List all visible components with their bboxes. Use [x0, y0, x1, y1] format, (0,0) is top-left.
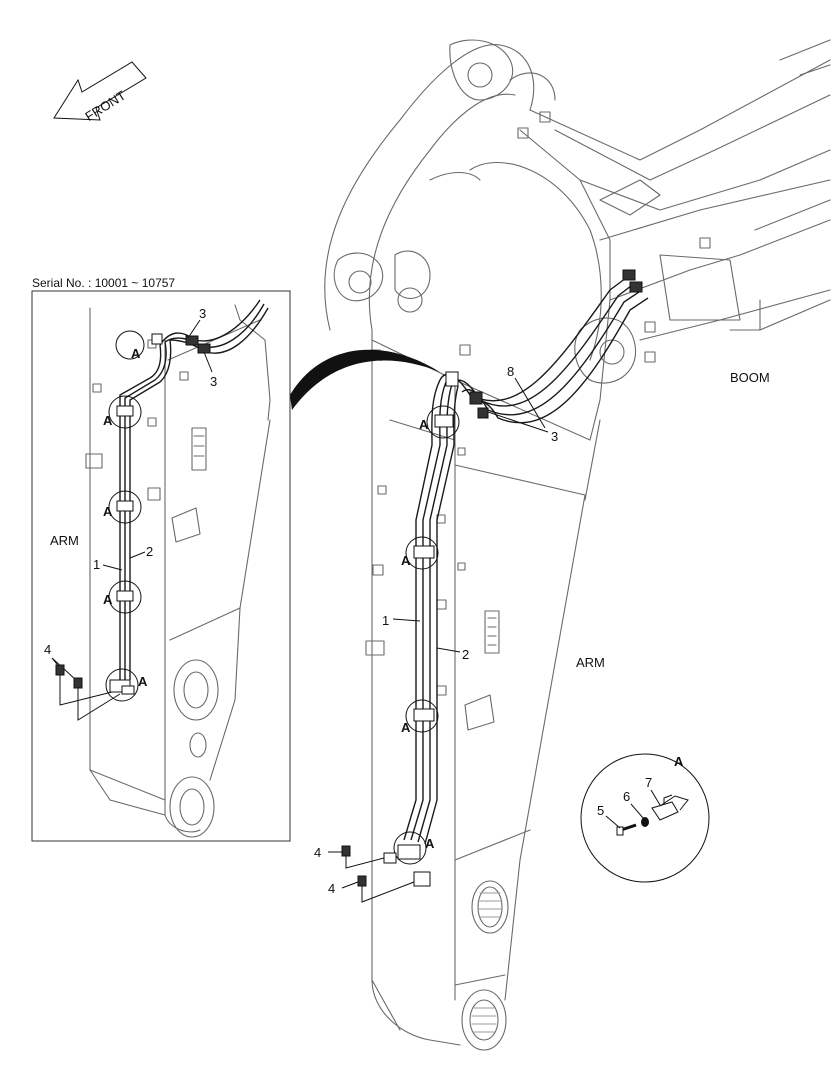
part-1-label: 1	[382, 613, 389, 628]
part-3-label: 3	[551, 429, 558, 444]
arm-inset-label: ARM	[50, 533, 79, 548]
clamp-a-label: A	[103, 413, 113, 428]
part-5-label: 5	[597, 803, 604, 818]
boom-label: BOOM	[730, 370, 770, 385]
part-2-label: 2	[146, 544, 153, 559]
part-1-label: 1	[93, 557, 100, 572]
clamp-a-label: A	[419, 417, 429, 432]
serial-number: Serial No. : 10001 ~ 10757	[32, 276, 175, 290]
clamp-a-label: A	[401, 553, 411, 568]
clamp-a-label: A	[425, 836, 435, 851]
part-6-label: 6	[623, 789, 630, 804]
main-callouts: A A A A 8 3 1 2 4 4 BOOM ARM	[314, 364, 770, 903]
main-hose-lines	[403, 269, 649, 845]
front-arrow-icon: FRONT	[53, 61, 147, 124]
arm-main-label: ARM	[576, 655, 605, 670]
detail-a: A 5 6 7	[580, 753, 710, 883]
clamp-a-label: A	[103, 592, 113, 607]
part-8-label: 8	[507, 364, 514, 379]
clamp-a-label: A	[138, 674, 148, 689]
part-4-label: 4	[314, 845, 321, 860]
inset-clamps	[105, 330, 145, 702]
clamp-a-label: A	[401, 720, 411, 735]
clamp-a-label: A	[131, 346, 141, 361]
part-3-label: 3	[210, 374, 217, 389]
clamp-a-label: A	[103, 504, 113, 519]
front-label: FRONT	[82, 88, 128, 124]
part-4-label: 4	[44, 642, 51, 657]
detail-pointer-arrow	[290, 349, 440, 410]
inset-hose-lines	[119, 299, 269, 680]
part-2-label: 2	[462, 647, 469, 662]
part-4-label: 4	[328, 881, 335, 896]
part-7-label: 7	[645, 775, 652, 790]
detail-a-label: A	[674, 754, 684, 769]
inset-arm-structure	[85, 304, 271, 838]
part-3-label: 3	[199, 306, 206, 321]
main-clamps	[383, 405, 460, 887]
inset-callouts: A A A A A 3 3 1 2 4 ARM	[44, 306, 217, 721]
boom-structure	[324, 39, 831, 384]
arm-structure	[365, 299, 611, 1051]
